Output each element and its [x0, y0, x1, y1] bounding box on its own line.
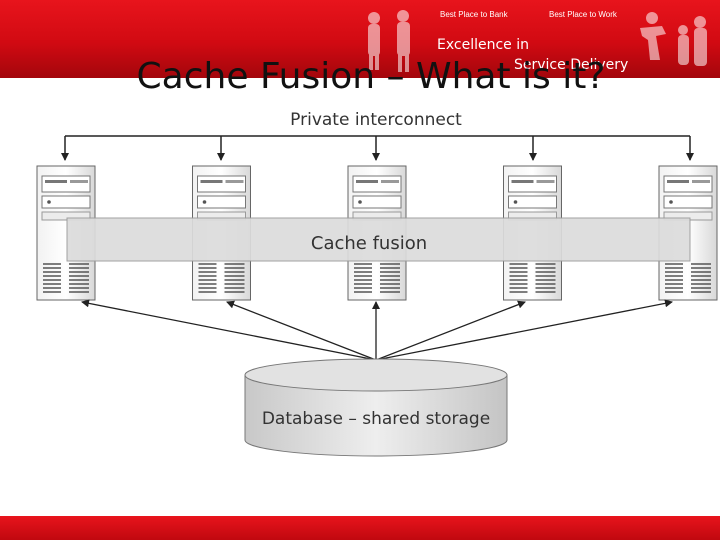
server-vent — [198, 263, 245, 293]
tagline-bank: Best Place to Bank — [440, 10, 508, 19]
server-node — [658, 165, 718, 301]
storage-label: Database – shared storage — [262, 409, 490, 429]
motto-line1: Excellence in — [437, 37, 529, 53]
shared-storage-cylinder — [244, 358, 508, 457]
cache-fusion-band — [66, 217, 691, 262]
footer-bar — [0, 516, 720, 540]
server-vent — [665, 263, 711, 293]
people-silhouettes — [368, 10, 707, 72]
motto-line2: Service Delivery — [514, 57, 629, 73]
slide-title: Cache Fusion – What is it? — [136, 56, 606, 97]
server-vent — [509, 263, 556, 293]
interconnect-bus — [61, 135, 694, 161]
header-banner: Best Place to Bank Best Place to Work Ex… — [0, 0, 720, 78]
interconnect-label: Private interconnect — [290, 110, 462, 130]
storage-arrows — [81, 299, 673, 361]
cache-fusion-label: Cache fusion — [311, 233, 427, 254]
tagline-work: Best Place to Work — [549, 10, 617, 19]
server-vent — [43, 263, 89, 293]
server-vent — [354, 263, 400, 293]
